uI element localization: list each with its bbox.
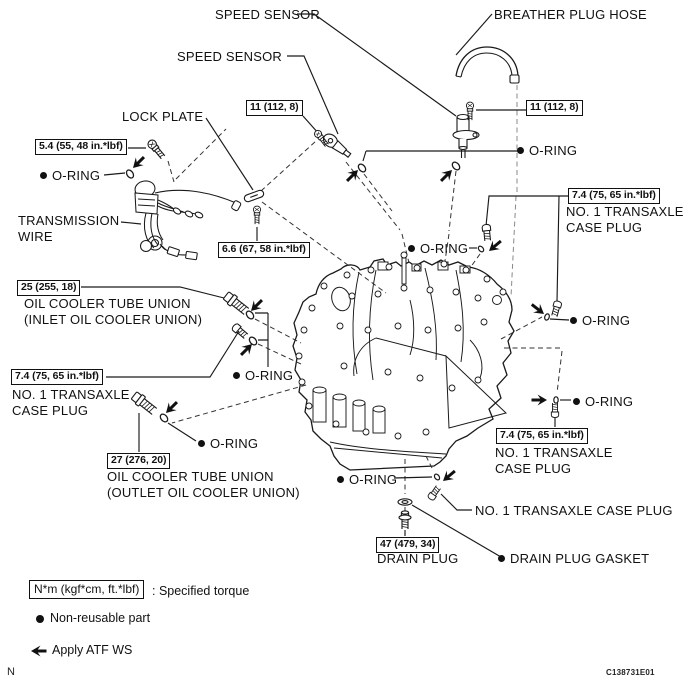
o-ring-icon [356, 162, 368, 174]
legend-atf-arrow-icon [31, 645, 47, 657]
label-no1-case-plug-bottom: NO. 1 TRANSAXLE CASE PLUG [475, 503, 673, 518]
label-speed-sensor-top: SPEED SENSOR [215, 7, 320, 22]
torque-box-11-left: 11 (112, 8) [246, 100, 303, 116]
case-plug-icon [230, 322, 250, 340]
legend-non-reusable: Non-reusable part [50, 611, 151, 625]
atf-arrow-icon [129, 153, 148, 172]
leader-lines [81, 13, 571, 558]
label-transmission-wire: TRANSMISSION WIRE [18, 213, 120, 244]
o-ring-icon [553, 396, 559, 404]
legend-torque-text: : Specified torque [152, 584, 250, 598]
torque-box-7-4-bottom-right: 7.4 (75, 65 in.*lbf) [496, 428, 588, 444]
torque-box-47: 47 (479, 34) [376, 537, 440, 553]
label-o-ring-inlet: O-RING [233, 368, 293, 384]
label-inlet-oil-cooler-union: OIL COOLER TUBE UNION (INLET OIL COOLER … [24, 296, 203, 327]
non-reusable-dot [517, 147, 524, 154]
figure-code: C138731E01 [606, 668, 655, 677]
o-ring-icon [450, 160, 462, 172]
non-reusable-dot [36, 615, 44, 623]
o-ring-icon [124, 168, 136, 180]
torque-box-25: 25 (255, 18) [17, 280, 81, 296]
breather-plug-hose-icon [455, 46, 520, 84]
atf-arrow-icon [162, 398, 181, 417]
label-outlet-oil-cooler-union: OIL COOLER TUBE UNION (OUTLET OIL COOLER… [107, 469, 300, 500]
corner-mark: N [7, 666, 15, 678]
transmission-wire-icon [134, 180, 242, 261]
label-o-ring-sensor-right: O-RING [517, 143, 577, 159]
o-ring-icon [432, 472, 442, 482]
oil-cooler-union-icon [129, 390, 159, 417]
label-no1-case-plug-left: NO. 1 TRANSAXLE CASE PLUG [12, 387, 130, 418]
case-plug-icon [550, 299, 563, 318]
torque-box-7-4-left: 7.4 (75, 65 in.*lbf) [11, 369, 103, 385]
case-plug-icon [550, 402, 560, 419]
non-reusable-dot [40, 172, 47, 179]
atf-arrow-icon [531, 394, 547, 406]
drain-gasket-icon [397, 498, 413, 506]
label-o-ring-sensor-left: O-RING [40, 168, 100, 184]
atf-arrow-icon [528, 300, 548, 319]
non-reusable-dot [570, 317, 577, 324]
label-o-ring-mid-right: O-RING [570, 313, 630, 329]
label-speed-sensor-left: SPEED SENSOR [177, 49, 282, 64]
case-plug-icon [481, 223, 493, 242]
non-reusable-dot [498, 555, 505, 562]
non-reusable-dot [408, 245, 415, 252]
torque-box-11-right: 11 (112, 8) [526, 100, 583, 116]
label-o-ring-bottom-right: O-RING [573, 394, 633, 410]
legend-torque-box: N*m (kgf*cm, ft.*lbf) [29, 580, 145, 599]
label-o-ring-outlet: O-RING [198, 436, 258, 452]
label-lock-plate: LOCK PLATE [122, 109, 204, 124]
non-reusable-dot [337, 476, 344, 483]
o-ring-icon [543, 312, 551, 322]
label-breather-plug-hose: BREATHER PLUG HOSE [494, 7, 647, 22]
speed-sensor-left-icon [322, 133, 352, 158]
bolt-icon [252, 205, 262, 225]
o-ring-icon [158, 412, 170, 424]
label-no1-case-plug-bottom-right: NO. 1 TRANSAXLE CASE PLUG [495, 445, 613, 476]
non-reusable-dot [233, 372, 240, 379]
drain-plug-icon [398, 510, 412, 529]
label-no1-case-plug-top-right: NO. 1 TRANSAXLE CASE PLUG [566, 204, 684, 235]
torque-box-27: 27 (276, 20) [107, 453, 171, 469]
dashed-assembly-lines [167, 85, 563, 511]
o-ring-icon [476, 244, 486, 254]
label-drain-plug: DRAIN PLUG [377, 551, 459, 566]
transaxle-case-drawing [292, 251, 515, 471]
non-reusable-dot [198, 440, 205, 447]
bolt-icon [145, 137, 167, 161]
case-plug-icon [426, 484, 442, 502]
legend-atf: Apply ATF WS [52, 643, 133, 657]
torque-box-5-4: 5.4 (55, 48 in.*lbf) [35, 139, 127, 155]
atf-arrow-icon [485, 236, 505, 256]
torque-box-7-4-top-right: 7.4 (75, 65 in.*lbf) [568, 188, 660, 204]
atf-arrow-icon [439, 466, 459, 486]
atf-arrow-icon [437, 166, 456, 185]
speed-sensor-right-icon [452, 113, 480, 158]
label-o-ring-bottom-center: O-RING [337, 472, 397, 488]
o-ring-icon [244, 309, 256, 321]
non-reusable-dot [573, 398, 580, 405]
label-o-ring-top-center: O-RING [408, 241, 468, 257]
torque-box-6-6: 6.6 (67, 58 in.*lbf) [218, 242, 310, 258]
label-drain-plug-gasket: DRAIN PLUG GASKET [498, 551, 649, 567]
lock-plate-icon [243, 189, 265, 203]
oil-cooler-union-icon [221, 290, 251, 317]
